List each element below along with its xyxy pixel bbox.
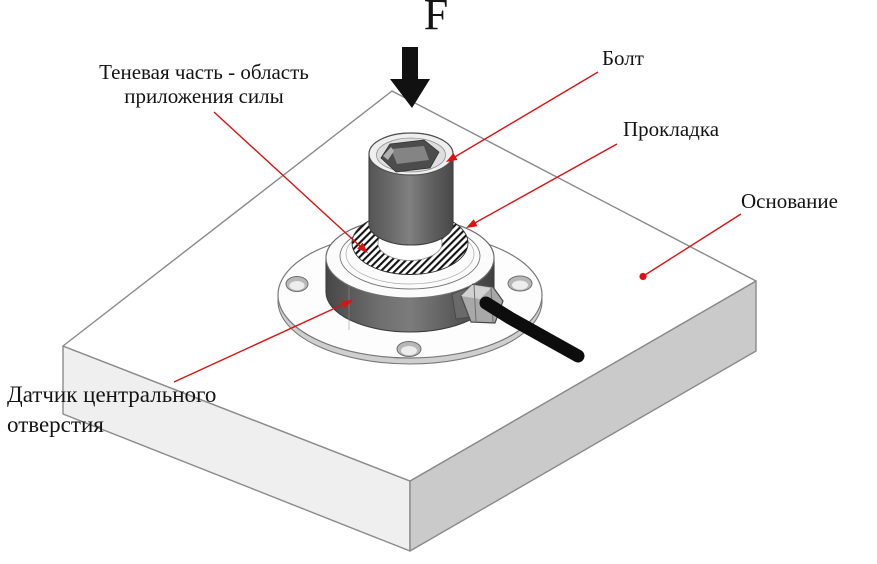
label-sensor-line1: Датчик центрального: [7, 382, 217, 407]
force-label: F: [423, 0, 449, 39]
cable: [479, 296, 585, 363]
gland-nut-top-facet: [461, 285, 491, 299]
label-shaded-area: Теневая часть - область приложения силы: [58, 60, 350, 108]
label-sensor-line2: отверстия: [7, 412, 104, 437]
leader-lines: [173, 71, 742, 383]
label-bolt: Болт: [602, 46, 644, 70]
leader-bolt: [446, 71, 599, 162]
flange-hole-bottom: [396, 341, 422, 357]
bolt: [368, 132, 454, 246]
flange-hole-left: [285, 276, 309, 292]
label-shaded-area-line1: Теневая часть - область: [99, 60, 309, 84]
label-sensor: Датчик центрального отверстия: [7, 380, 216, 440]
flange-hole-right: [507, 275, 533, 292]
leader-gasket: [466, 143, 618, 228]
hex-socket: [380, 139, 440, 173]
leader-shaded-area: [213, 111, 368, 253]
hex-socket-highlight: [383, 147, 394, 160]
label-gasket: Прокладка: [623, 117, 720, 141]
leader-base: [639, 213, 742, 281]
leader-sensor: [173, 300, 353, 383]
label-base: Основание: [741, 189, 838, 213]
label-shaded-area-line2: приложения силы: [124, 84, 284, 108]
hex-socket-floor: [391, 146, 429, 164]
force-arrow-icon: [390, 47, 430, 108]
